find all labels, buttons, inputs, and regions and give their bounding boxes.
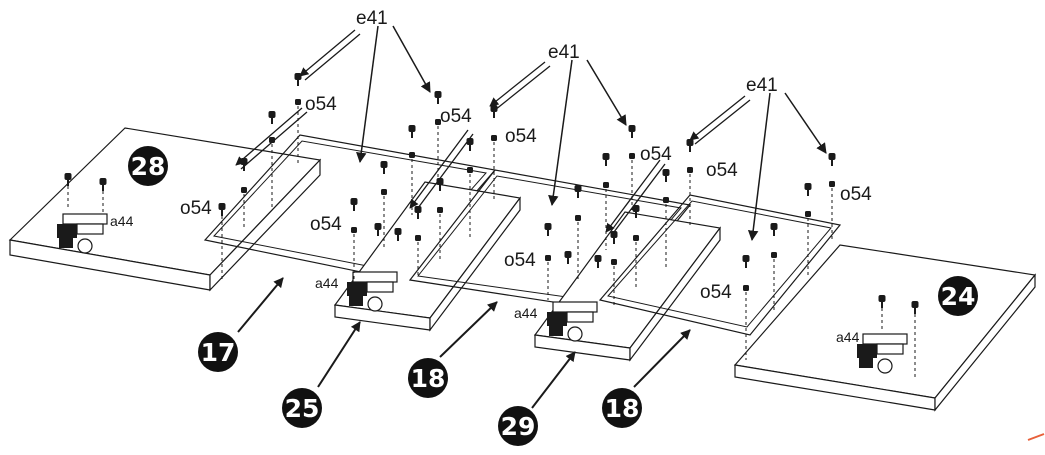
- svg-text:25: 25: [285, 394, 320, 423]
- label-e41-2: e41: [548, 42, 580, 63]
- label-o54-4: o54: [640, 144, 672, 165]
- label-o54-7: o54: [180, 198, 212, 219]
- hinge-right: [856, 295, 919, 378]
- svg-text:29: 29: [501, 412, 536, 441]
- hinge-left: [56, 173, 108, 254]
- label-o54-6: o54: [840, 184, 872, 205]
- fasteners: [218, 73, 836, 360]
- badge-28: 28: [128, 146, 168, 186]
- badge-18-b: 18: [602, 388, 642, 428]
- label-a44-4: a44: [836, 329, 860, 345]
- corner-mark: [1027, 433, 1045, 441]
- leaders-e41: [356, 25, 827, 242]
- label-a44-2: a44: [315, 275, 339, 291]
- label-o54-9: o54: [504, 250, 536, 271]
- label-a44-1: a44: [110, 213, 134, 229]
- badge-25: 25: [282, 388, 322, 428]
- badge-17: 17: [198, 332, 238, 372]
- panel-29: [533, 211, 722, 362]
- svg-text:18: 18: [605, 394, 640, 423]
- label-o54-5: o54: [706, 160, 738, 181]
- label-o54-3: o54: [505, 126, 537, 147]
- badge-18-a: 18: [408, 358, 448, 398]
- badge-arrows: [237, 277, 691, 409]
- label-o54-8: o54: [310, 214, 342, 235]
- panel-24: [733, 244, 1037, 412]
- label-o54-2: o54: [440, 106, 472, 127]
- badge-29: 29: [498, 406, 538, 446]
- badge-24: 24: [938, 276, 978, 316]
- frame-18-b: [598, 194, 842, 336]
- svg-text:18: 18: [411, 364, 446, 393]
- label-e41-1: e41: [356, 8, 388, 29]
- svg-text:28: 28: [131, 152, 166, 181]
- leaders-double: [235, 29, 751, 237]
- label-o54-1: o54: [305, 94, 337, 115]
- svg-text:17: 17: [201, 338, 236, 367]
- labels: e41 e41 e41 o54 o54 o54 o54 o54 o54 o54 …: [110, 8, 872, 345]
- label-a44-3: a44: [514, 305, 538, 321]
- label-o54-10: o54: [700, 282, 732, 303]
- svg-text:24: 24: [941, 282, 976, 311]
- label-e41-3: e41: [746, 75, 778, 96]
